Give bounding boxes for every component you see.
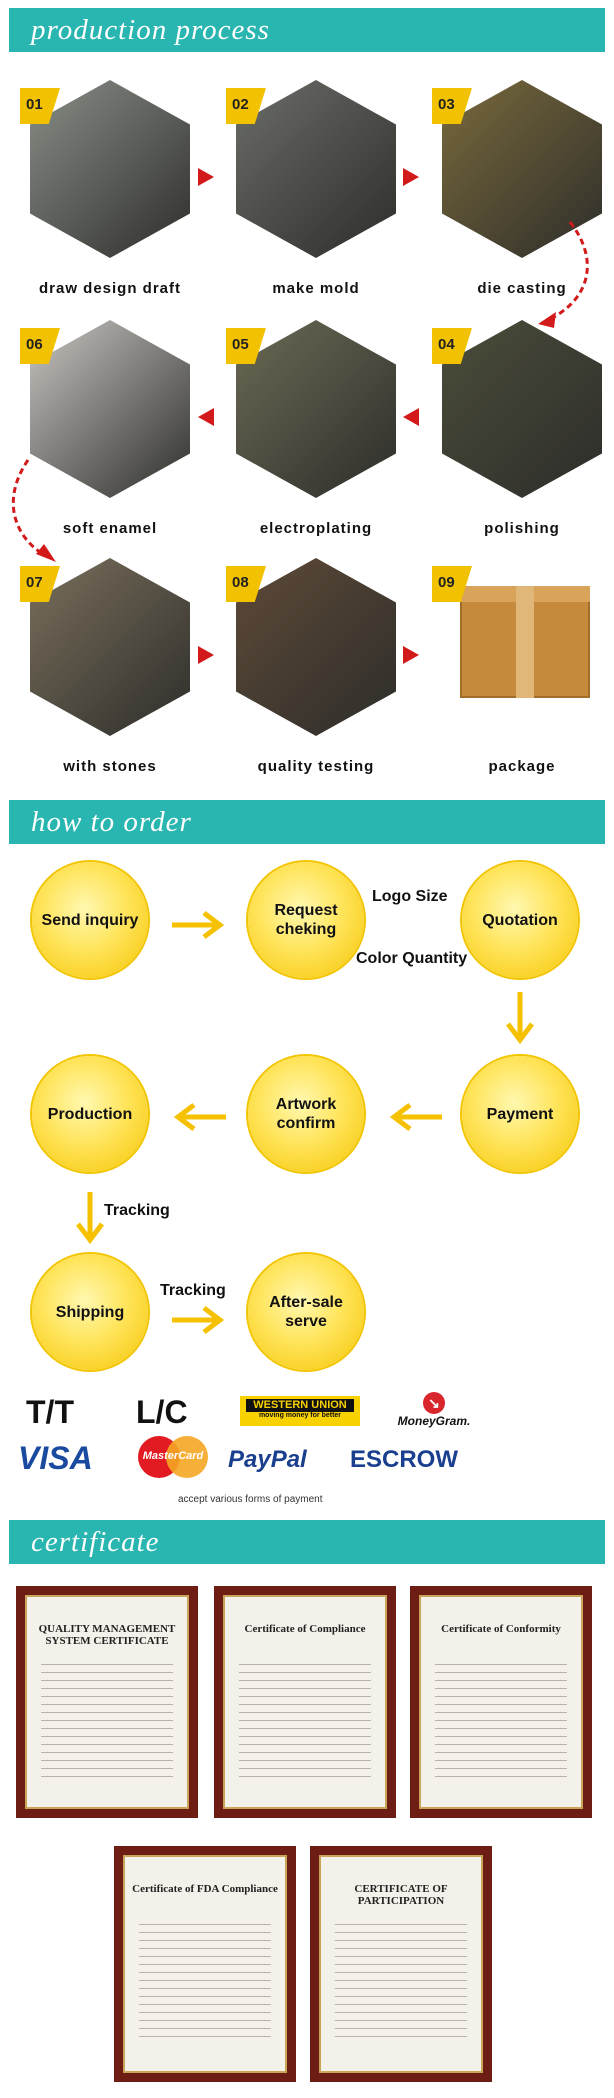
- how-to-order-banner: how to order: [9, 800, 605, 844]
- step-label: Shipping: [55, 1303, 125, 1321]
- certificate-frame: Certificate of Compliance: [214, 1586, 396, 1818]
- certificate-title: QUALITY MANAGEMENT SYSTEM CERTIFICATE: [38, 1623, 176, 1647]
- mastercard-text: MasterCard: [142, 1450, 204, 1462]
- mastercard-circle-icon: [166, 1436, 208, 1478]
- package-box-image: [442, 558, 602, 736]
- step-photo: [236, 558, 396, 736]
- mastercard-logo: MasterCard: [138, 1436, 208, 1478]
- production-process-banner: production process: [9, 8, 605, 52]
- moneygram-text: MoneyGram.: [397, 1414, 471, 1428]
- step-label: Artwork confirm: [275, 1096, 337, 1132]
- step-number-badge: 02: [226, 88, 266, 124]
- production-step: Production: [32, 1056, 148, 1172]
- step-label: electroplating: [259, 520, 373, 537]
- certificate-frame: Certificate of Conformity: [410, 1586, 592, 1818]
- step-photo: [30, 558, 190, 736]
- section-title: how to order: [31, 806, 192, 838]
- certificate-title: Certificate of FDA Compliance: [132, 1883, 278, 1895]
- step-label: package: [488, 758, 556, 775]
- left-arrow-icon: [173, 1103, 226, 1131]
- step-label: Payment: [486, 1105, 554, 1123]
- curved-arrow-icon: [538, 221, 589, 328]
- left-arrow-icon: [389, 1103, 442, 1131]
- step-label: Quotation: [482, 911, 558, 929]
- section-title: certificate: [31, 1526, 160, 1558]
- step-label: Production: [47, 1105, 133, 1123]
- certificate-frame: CERTIFICATE OF PARTICIPATION: [310, 1846, 492, 2082]
- tt-logo: T/T: [26, 1394, 74, 1430]
- tracking-note: Tracking: [160, 1282, 226, 1299]
- right-arrow-icon: [198, 646, 214, 664]
- visa-logo: VISA: [18, 1440, 93, 1476]
- step-label: Send inquiry: [41, 911, 139, 929]
- request-checking-step: Request cheking: [248, 862, 364, 978]
- certificate-title: Certificate of Conformity: [441, 1623, 561, 1635]
- step-label: draw design draft: [38, 280, 182, 297]
- payment-step: Payment: [462, 1056, 578, 1172]
- moneygram-logo: ↘ MoneyGram.: [394, 1392, 474, 1428]
- lc-logo: L/C: [136, 1394, 188, 1430]
- right-arrow-icon: [403, 168, 419, 186]
- western-union-text: WESTERN UNION: [246, 1399, 354, 1412]
- shipping-step: Shipping: [32, 1254, 148, 1370]
- step-label: Request cheking: [274, 902, 338, 938]
- color-quantity-note: Color Quantity: [356, 950, 468, 967]
- step-label: After-sale serve: [269, 1294, 343, 1330]
- section-title: production process: [31, 14, 270, 46]
- certificate-title: CERTIFICATE OF PARTICIPATION: [354, 1883, 448, 1907]
- western-union-logo: WESTERN UNION moving money for better: [240, 1396, 360, 1426]
- step-label: polishing: [484, 520, 560, 537]
- step-label: with stones: [63, 758, 157, 775]
- payment-caption: accept various forms of payment: [178, 1494, 323, 1505]
- certificate-frame: Certificate of FDA Compliance: [114, 1846, 296, 2082]
- down-arrow-icon: [506, 992, 534, 1045]
- escrow-logo: ESCROW: [350, 1446, 458, 1473]
- send-inquiry-step: Send inquiry: [32, 862, 148, 978]
- tracking-note: Tracking: [104, 1202, 170, 1219]
- moneygram-icon: ↘: [423, 1392, 445, 1414]
- right-arrow-icon: [172, 1306, 225, 1334]
- right-arrow-icon: [198, 168, 214, 186]
- certificate-title: Certificate of Compliance: [244, 1623, 366, 1635]
- artwork-confirm-step: Artwork confirm: [248, 1056, 364, 1172]
- right-arrow-icon: [172, 911, 225, 939]
- paypal-logo: PayPal: [228, 1446, 307, 1473]
- step-label: die casting: [477, 280, 567, 297]
- quotation-step: Quotation: [462, 862, 578, 978]
- certificate-frame: QUALITY MANAGEMENT SYSTEM CERTIFICATE: [16, 1586, 198, 1818]
- process-step: 02 make mold: [226, 80, 406, 297]
- left-arrow-icon: [403, 408, 419, 426]
- after-sale-step: After-sale serve: [248, 1254, 364, 1370]
- left-arrow-icon: [198, 408, 214, 426]
- logo-size-note: Logo Size: [372, 888, 448, 905]
- curved-arrow-icon: [11, 459, 56, 562]
- western-union-tagline: moving money for better: [258, 1412, 342, 1419]
- certificate-banner: certificate: [9, 1520, 605, 1564]
- right-arrow-icon: [403, 646, 419, 664]
- down-arrow-icon: [76, 1192, 104, 1245]
- step-label: make mold: [272, 280, 360, 297]
- step-label: quality testing: [257, 758, 375, 775]
- step-label: soft enamel: [62, 520, 158, 537]
